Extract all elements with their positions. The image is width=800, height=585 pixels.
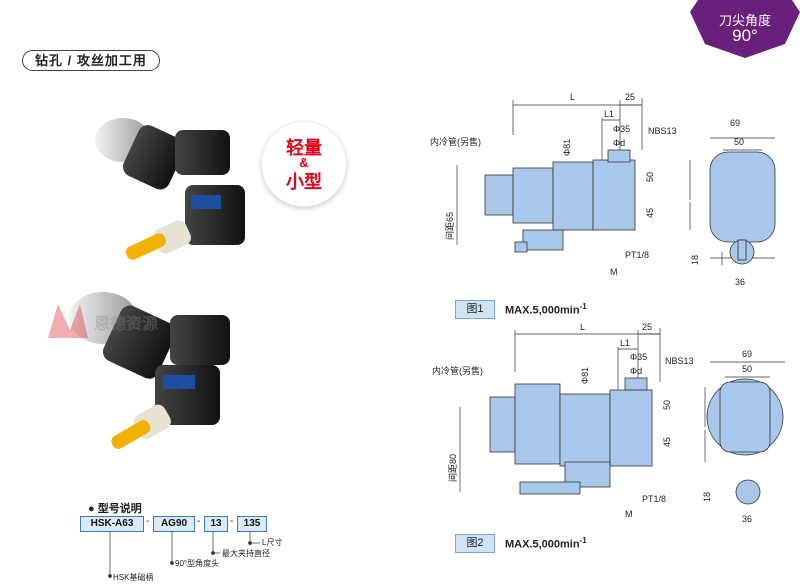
model-code-leader-lines [108, 531, 260, 578]
fig2-dim-36: 36 [742, 514, 752, 524]
fig2-dim-nbs: NBS13 [665, 356, 694, 366]
note-hsk-shank: HSK基础柄 [113, 573, 154, 582]
fig2-dim-25: 25 [642, 322, 652, 332]
watermark-text: 恩德资源 [94, 316, 159, 333]
fig2-pt: PT1/8 [642, 494, 666, 504]
code-separator: - [146, 516, 150, 527]
fig1-dim-18: 18 [690, 255, 700, 265]
fig1-dim-50b: 50 [734, 137, 744, 147]
fig2-dim-phi35: Φ35 [630, 352, 647, 362]
angle-head-product-image-1 [95, 118, 245, 260]
feature-compact: 小型 [286, 172, 322, 192]
fig1-spacing: 间距65 [444, 212, 455, 240]
fig1-dim-M: M [610, 267, 618, 277]
fig1-dim-25: 25 [625, 92, 635, 102]
fig1-dim-69: 69 [730, 118, 740, 128]
badge-title: 刀尖角度 [718, 13, 771, 28]
fig1-dim-36: 36 [735, 277, 745, 287]
feature-lightweight: 轻量 [286, 138, 322, 158]
fig2-coolant-note: 内冷管(另售) [432, 365, 483, 376]
feature-ampersand: & [299, 155, 309, 170]
model-code-length: 135 [237, 516, 267, 532]
figure-1-label: 图1 [455, 300, 495, 319]
fig1-dim-50: 50 [645, 172, 655, 182]
fig1-dim-L1: L1 [604, 109, 614, 119]
fig1-dim-45: 45 [645, 208, 655, 218]
fig1-pt: PT1/8 [625, 250, 649, 260]
fig1-dim-phid: Φd [613, 138, 625, 148]
code-separator: - [197, 516, 201, 527]
fig1-coolant-note: 内冷管(另售) [430, 136, 481, 147]
figure-2-max-speed-unit: -1 [579, 536, 587, 545]
technical-drawing-figure-2: L 25 L1 Φ35 Φd NBS13 Φ81 50 45 内冷管(另售) 间… [432, 322, 785, 524]
fig2-dim-L: L [580, 322, 585, 332]
figure-1-max-speed-unit: -1 [579, 302, 587, 311]
angle-head-product-image-2 [69, 292, 230, 449]
fig2-dim-L1: L1 [620, 338, 630, 348]
fig2-dim-phid: Φd [630, 366, 642, 376]
figure-2-max-speed-text: MAX.5,000min [505, 538, 580, 551]
fig2-dim-45: 45 [662, 437, 672, 447]
figure-2-label: 图2 [455, 534, 495, 553]
fig2-dim-M: M [625, 509, 633, 519]
fig2-dim-18: 18 [702, 492, 712, 502]
fig2-dim-phi81: Φ81 [580, 367, 590, 384]
figure-1-max-speed: MAX.5,000min-1 [505, 302, 587, 317]
fig1-dim-phi35: Φ35 [613, 124, 630, 134]
section-tag: 钻孔 / 攻丝加工用 [22, 50, 160, 71]
model-code-angle: AG90 [153, 516, 195, 532]
watermark-logo: 恩德资源 [48, 300, 208, 340]
fig1-dim-nbs: NBS13 [648, 126, 677, 136]
fig2-dim-50b: 50 [742, 364, 752, 374]
model-code-shank: HSK-A63 [80, 516, 144, 532]
fig2-dim-50: 50 [662, 400, 672, 410]
technical-drawing-figure-1: L 25 L1 Φ35 Φd NBS13 Φ81 50 45 内冷管(另售) 间… [430, 92, 776, 287]
badge-hexagon-shape [690, 0, 800, 58]
watermark-mark-icon [48, 304, 88, 338]
figure-2-max-speed: MAX.5,000min-1 [505, 536, 587, 551]
feature-circle: 轻量 & 小型 [262, 122, 346, 206]
fig2-dim-69: 69 [742, 349, 752, 359]
model-code-title: ● 型号说明 [88, 503, 142, 515]
code-separator: - [230, 516, 234, 527]
note-length: L尺寸 [262, 538, 283, 547]
note-max-clamp-diameter: 最大夹持直径 [222, 549, 270, 558]
model-code-diameter: 13 [204, 516, 228, 532]
angle-badge: 刀尖角度 90° [690, 0, 800, 58]
fig1-dim-phi81: Φ81 [562, 139, 572, 156]
note-angle-head: 90°型角度头 [175, 559, 220, 568]
figure-1-max-speed-text: MAX.5,000min [505, 304, 580, 317]
fig1-dim-L: L [570, 92, 575, 102]
fig2-spacing: 间距80 [447, 454, 458, 482]
badge-angle-value: 90° [732, 26, 758, 45]
